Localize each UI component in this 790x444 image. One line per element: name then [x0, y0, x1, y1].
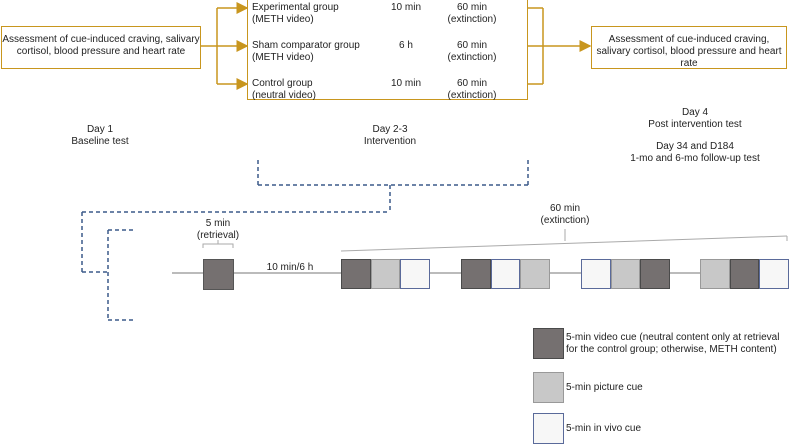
- retrieval-video-cue: [203, 259, 234, 290]
- sham-interval: 6 h: [399, 40, 413, 51]
- cue-block-picture: [520, 259, 550, 289]
- interval-label: 10 min/6 h: [266, 262, 314, 273]
- retrieval-duration-label: 5 min: [205, 218, 231, 229]
- cue-block-picture: [370, 259, 400, 289]
- extinction-duration-label: 60 min: [549, 203, 580, 214]
- day1-sublabel: Baseline test: [71, 136, 129, 147]
- legend-invivo-text: 5-min in vivo cue: [566, 423, 642, 434]
- followup-label: Day 34 and D184: [656, 141, 734, 152]
- cue-block-invivo: [759, 259, 789, 289]
- day23-label: Day 2-3: [372, 124, 408, 135]
- baseline-assessment-text: Assessment of cue-induced craving, saliv…: [2, 34, 200, 57]
- cue-block-invivo: [581, 259, 611, 289]
- control-group-name: Control group: [252, 78, 313, 89]
- cue-block-invivo: [400, 259, 430, 289]
- experimental-duration: 60 min: [456, 2, 487, 13]
- legend-picture-swatch: [533, 372, 564, 403]
- groups-box: [247, 0, 528, 100]
- post-assessment-text: Assessment of cue-induced craving, saliv…: [596, 34, 782, 69]
- day1-label: Day 1: [86, 124, 114, 135]
- experimental-group-video: (METH video): [252, 14, 314, 25]
- followup-sublabel: 1-mo and 6-mo follow-up test: [630, 153, 760, 164]
- day4-sublabel: Post intervention test: [648, 119, 742, 130]
- day23-sublabel: Intervention: [363, 136, 417, 147]
- experimental-interval: 10 min: [390, 2, 421, 13]
- experimental-group-name: Experimental group: [252, 2, 339, 13]
- control-group-video: (neutral video): [252, 90, 316, 101]
- legend-picture-text: 5-min picture cue: [566, 382, 643, 393]
- sham-duration: 60 min: [456, 40, 487, 51]
- legend-video-text1: 5-min video cue (neutral content only at…: [566, 332, 780, 343]
- baseline-assessment-box: Assessment of cue-induced craving, saliv…: [1, 26, 201, 69]
- cue-block-picture: [610, 259, 640, 289]
- post-assessment-box: Assessment of cue-induced craving, saliv…: [591, 26, 787, 69]
- extinction-brace: [340, 229, 788, 252]
- control-interval: 10 min: [390, 78, 421, 89]
- sham-group-name: Sham comparator group: [252, 40, 360, 51]
- legend-video-swatch: [533, 328, 564, 359]
- day4-label: Day 4: [681, 107, 709, 118]
- legend-invivo-swatch: [533, 413, 564, 444]
- cue-block-video: [341, 259, 371, 289]
- retrieval-label: (retrieval): [196, 230, 240, 241]
- control-note: (extinction): [447, 90, 497, 101]
- cue-block-video: [461, 259, 491, 289]
- experimental-note: (extinction): [447, 14, 497, 25]
- legend-video-text2: for the control group; otherwise, METH c…: [566, 344, 777, 355]
- cue-block-video: [729, 259, 759, 289]
- cue-block-picture: [700, 259, 730, 289]
- sham-group-video: (METH video): [252, 52, 314, 63]
- retrieval-brace: [202, 243, 234, 248]
- cue-block-video: [640, 259, 670, 289]
- control-duration: 60 min: [456, 78, 487, 89]
- cue-block-invivo: [490, 259, 520, 289]
- extinction-label: (extinction): [540, 215, 590, 226]
- intervention-bracket: [81, 160, 529, 321]
- sham-note: (extinction): [447, 52, 497, 63]
